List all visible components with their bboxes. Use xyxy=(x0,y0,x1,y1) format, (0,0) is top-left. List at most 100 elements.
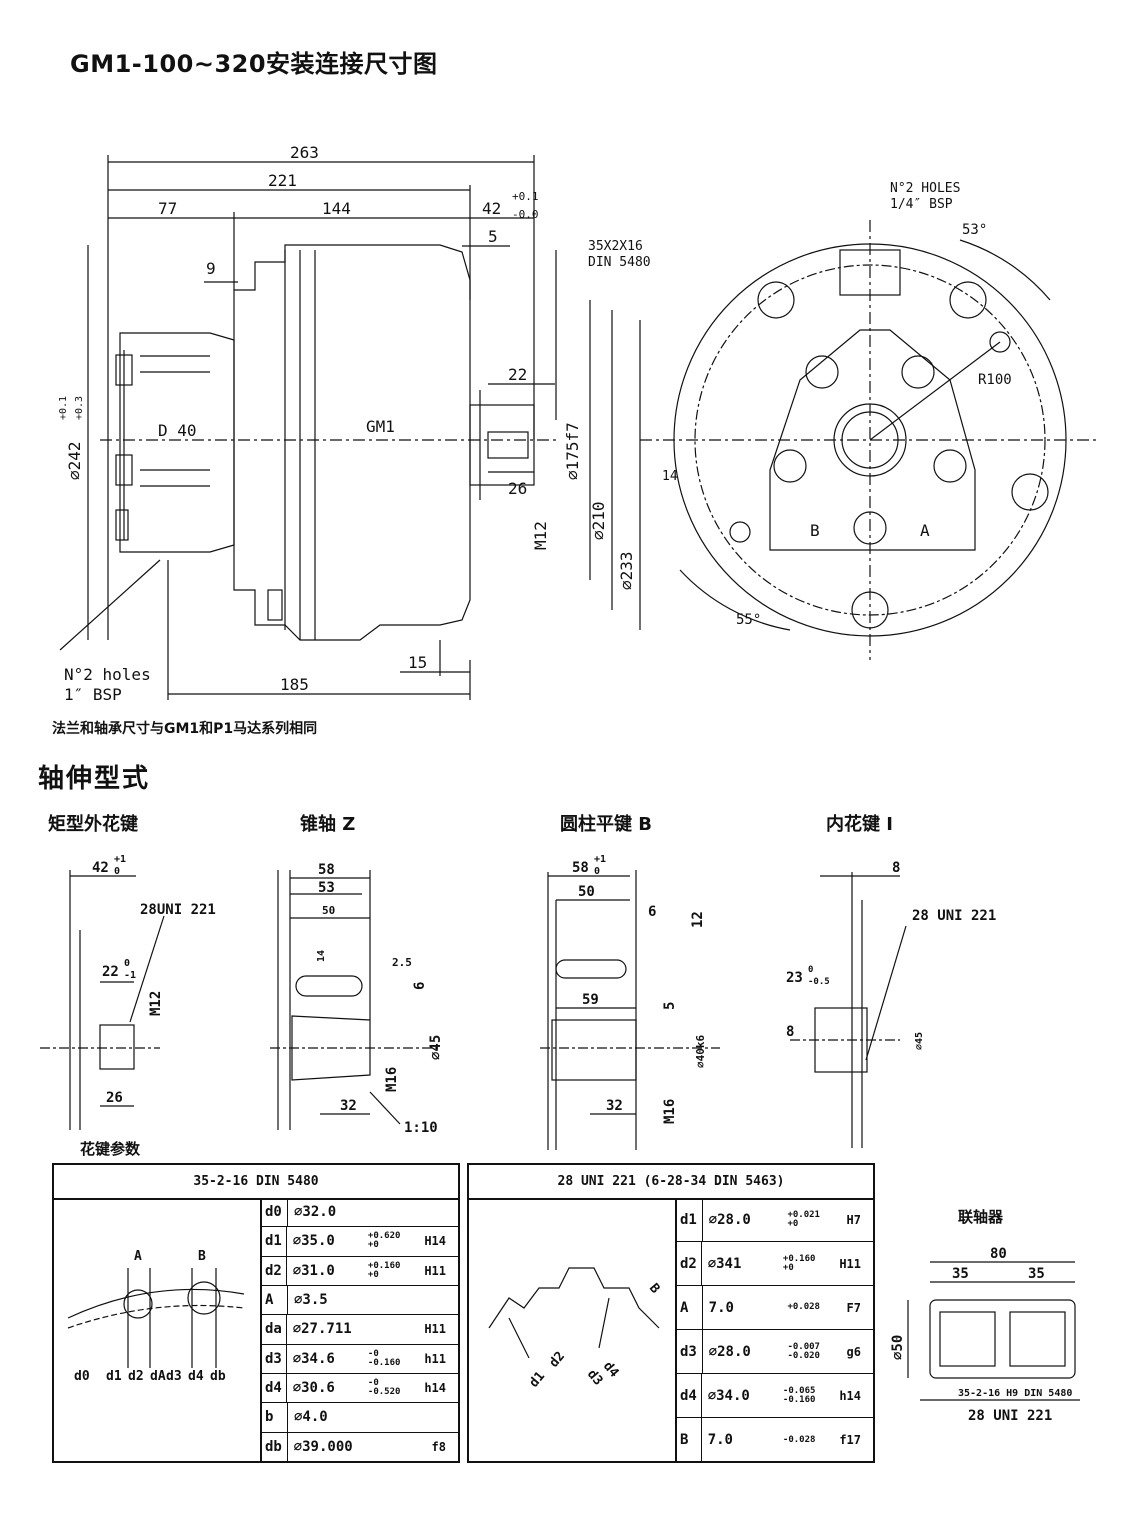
dim-5: 5 xyxy=(488,227,498,246)
is-dim-8: 8 xyxy=(892,860,900,876)
sketch1-da: dA xyxy=(150,1369,166,1384)
row-key: da xyxy=(262,1315,287,1344)
row-fit: H11 xyxy=(424,1263,446,1278)
cp-dim-80: 80 xyxy=(990,1246,1007,1262)
row-fit: g6 xyxy=(846,1344,861,1359)
rs-tol-2: 0 xyxy=(114,866,120,877)
cp-d50: ∅50 xyxy=(890,1335,906,1360)
tp-taper-ratio: 1:10 xyxy=(404,1120,438,1136)
is-tol-1: 0 xyxy=(808,965,813,975)
spline-profile-sketch-2: d1 d2 d3 d4 B xyxy=(488,1267,663,1391)
sketch1-db: db xyxy=(210,1369,226,1384)
row-fit: H7 xyxy=(846,1212,861,1227)
tp-dim-2-5: 2.5 xyxy=(392,956,412,969)
row-tolerance: -0.028 xyxy=(782,1434,816,1445)
kb-m16: M16 xyxy=(662,1099,678,1124)
row-tolerance: -0 -0.160 xyxy=(367,1348,401,1368)
dim-m12: M12 xyxy=(531,521,550,550)
rs-m12: M12 xyxy=(148,991,164,1016)
tp-m16: M16 xyxy=(384,1067,400,1092)
row-key: A xyxy=(262,1285,288,1315)
row-fit: H11 xyxy=(839,1256,861,1271)
label-gm1: GM1 xyxy=(366,417,395,436)
is-spec: 28 UNI 221 xyxy=(912,908,996,924)
kb-dim-59: 59 xyxy=(582,992,599,1008)
holes-right-2: 1/4″ BSP xyxy=(890,197,953,212)
port-b: B xyxy=(810,521,820,540)
row-value: ∅28.0 xyxy=(708,1343,751,1360)
shaft-type-rect-spline: 矩型外花键 xyxy=(48,814,138,835)
row-key: d1 xyxy=(677,1198,703,1241)
row-tolerance: +0.028 xyxy=(787,1302,820,1312)
row-fit: H11 xyxy=(424,1322,446,1337)
rs-dim-42: 42 xyxy=(92,860,109,876)
sketch1-b: B xyxy=(198,1249,206,1264)
dim-9: 9 xyxy=(206,259,216,278)
row-value: ∅32.0 xyxy=(294,1204,337,1221)
row-value: ∅35.0 xyxy=(292,1233,335,1250)
cp-dim-35b: 35 xyxy=(1028,1266,1045,1282)
row-value: 7.0 xyxy=(708,1299,734,1316)
row-tolerance: +0.160 +0 xyxy=(782,1253,816,1273)
dim-22: 22 xyxy=(508,365,527,384)
dim-26: 26 xyxy=(508,479,527,498)
spline-table-din5480: 35-2-16 DIN 5480 A B d0 d1 d2 dA d3 d4 d… xyxy=(52,1163,460,1463)
row-key: A xyxy=(677,1286,703,1329)
row-fit: f17 xyxy=(839,1433,861,1447)
table-title: 35-2-16 DIN 5480 xyxy=(54,1165,458,1200)
kb-dim-58: 58 xyxy=(572,860,589,876)
spline-spec-2: DIN 5480 xyxy=(588,255,651,270)
rs-dim-26: 26 xyxy=(106,1090,123,1106)
spline-spec-1: 35X2X16 xyxy=(588,239,643,254)
row-key: d2 xyxy=(677,1242,702,1285)
kb-tol-1: +1 xyxy=(594,854,606,865)
holes-left-2: 1″ BSP xyxy=(64,685,122,704)
table-row: b∅4.0 xyxy=(262,1403,460,1433)
dim-14-side: 14 xyxy=(662,469,678,484)
sketch1-d3: d3 xyxy=(166,1369,182,1384)
row-value: 7.0 xyxy=(707,1432,733,1448)
tp-dim-32: 32 xyxy=(340,1098,357,1114)
row-fit: f8 xyxy=(431,1440,446,1455)
row-key: d4 xyxy=(262,1373,287,1403)
tol-42-upper: +0.1 xyxy=(512,190,539,203)
row-fit: h11 xyxy=(424,1351,446,1366)
dim-263: 263 xyxy=(290,143,319,162)
table-row: d0 ∅32.0 xyxy=(262,1198,460,1228)
row-tolerance: +0.620 +0 xyxy=(367,1231,401,1251)
rs-tol-3: 0 xyxy=(124,958,130,969)
row-key: d2 xyxy=(262,1256,287,1285)
radius-r100: R100 xyxy=(978,372,1012,388)
row-key: d0 xyxy=(262,1198,288,1227)
row-tolerance: -0.065 -0.160 xyxy=(782,1385,816,1405)
holes-left-1: N°2 holes xyxy=(64,665,151,684)
spline-profile-sketch-1: A B d0 d1 d2 dA d3 d4 db xyxy=(67,1249,245,1384)
row-tolerance: -0.007 -0.020 xyxy=(787,1341,820,1361)
is-dim-8b: 8 xyxy=(786,1024,794,1040)
row-fit: h14 xyxy=(839,1388,861,1403)
tp-dim-6: 6 xyxy=(412,982,428,990)
row-value: ∅4.0 xyxy=(294,1409,328,1426)
kb-dim-50: 50 xyxy=(578,884,595,900)
row-value: ∅27.711 xyxy=(292,1321,352,1338)
rs-tol-1: +1 xyxy=(114,854,126,865)
tol-42-lower: -0.0 xyxy=(512,208,539,221)
row-value: ∅34.6 xyxy=(292,1350,335,1367)
dim-15: 15 xyxy=(408,653,427,672)
rs-tol-4: -1 xyxy=(124,970,136,981)
sketch1-d0: d0 xyxy=(74,1369,90,1384)
row-value: ∅3.5 xyxy=(294,1292,328,1309)
page-title: GM1-100~320安装连接尺寸图 xyxy=(70,50,438,78)
kb-tol-2: 0 xyxy=(594,866,600,877)
cp-dim-35a: 35 xyxy=(952,1266,969,1282)
table-row: da ∅27.711 H11 xyxy=(262,1315,460,1345)
tp-dim-50: 50 xyxy=(322,904,335,917)
tol-d242-2: +0.3 xyxy=(74,396,85,420)
is-dim-23: 23 xyxy=(786,970,803,986)
section-title: 轴伸型式 xyxy=(38,764,151,794)
row-value: ∅30.6 xyxy=(292,1380,335,1397)
kb-dim-5: 5 xyxy=(662,1002,678,1010)
kb-dim-6: 6 xyxy=(648,904,656,920)
